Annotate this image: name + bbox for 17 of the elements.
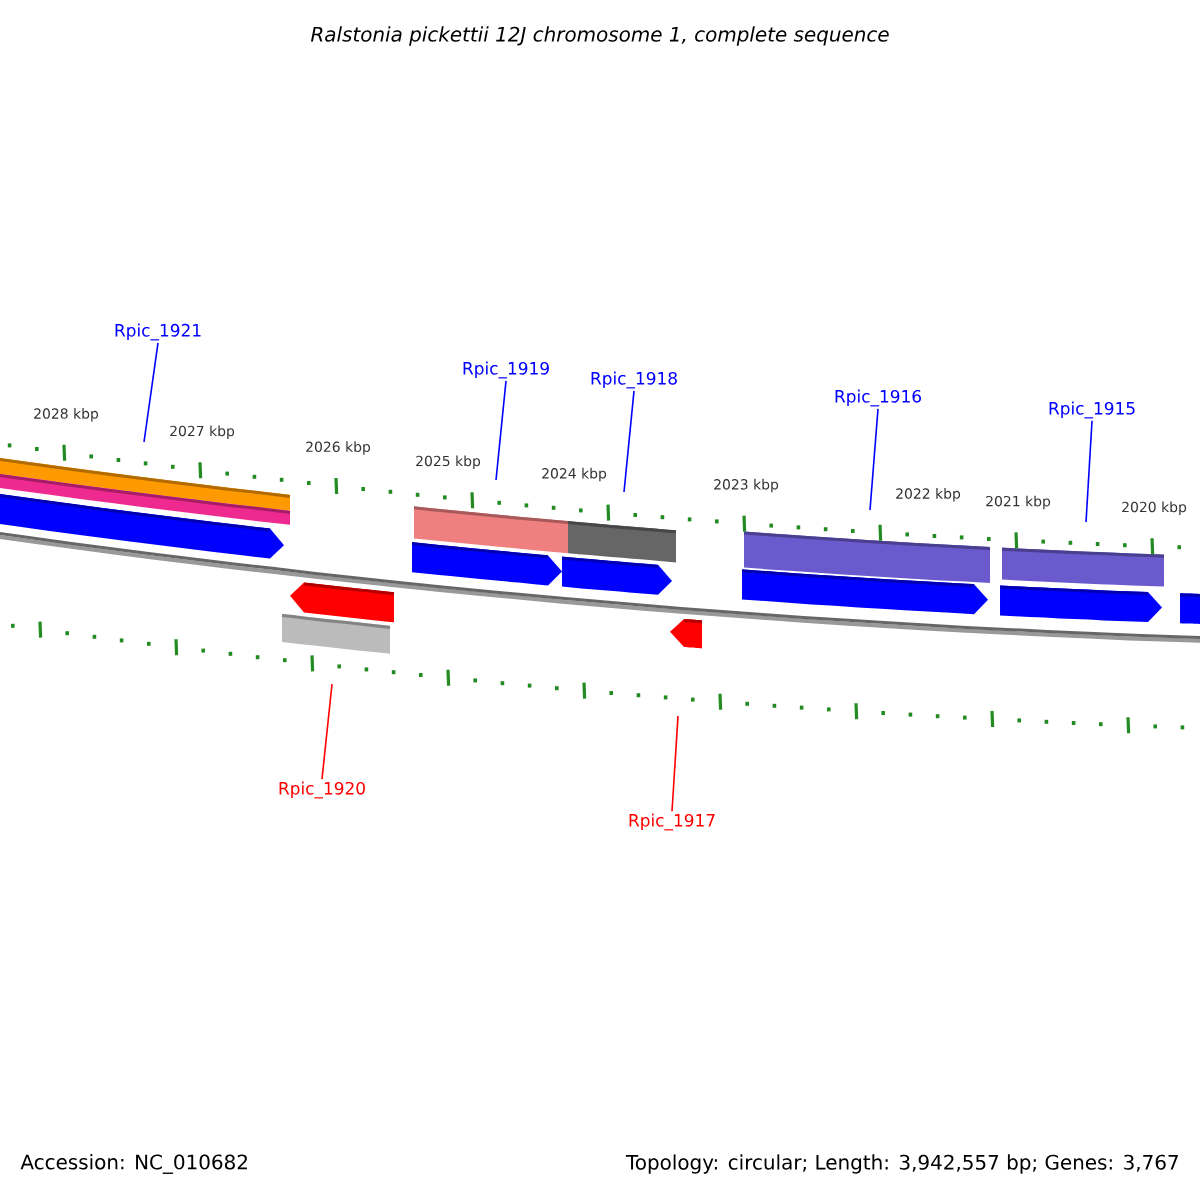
leader-line	[495, 380, 507, 481]
gene-label: Rpic_1920	[279, 781, 365, 799]
genome-stats-text: Topology: circular; Length: 3,942,557 bp; Genes: 3,767	[625, 1154, 1178, 1174]
gene-label: Rpic_1918	[591, 371, 677, 389]
leader-line	[1085, 420, 1093, 523]
leader-line	[671, 715, 679, 812]
gene-label: Rpic_1919	[463, 361, 549, 379]
leader-line	[623, 390, 635, 493]
gene-label: Rpic_1916	[835, 389, 921, 407]
gene-label: Rpic_1921	[115, 323, 201, 341]
gene-label: Rpic_1915	[1049, 401, 1135, 419]
gene-label: Rpic_1917	[629, 813, 715, 831]
title: Ralstonia pickettii 12J chromosome 1, complete sequence	[310, 26, 889, 46]
accession-text: Accession: NC_010682	[20, 1154, 247, 1174]
leader-line	[321, 683, 333, 780]
leader-line	[869, 408, 879, 511]
leader-line	[143, 342, 159, 443]
